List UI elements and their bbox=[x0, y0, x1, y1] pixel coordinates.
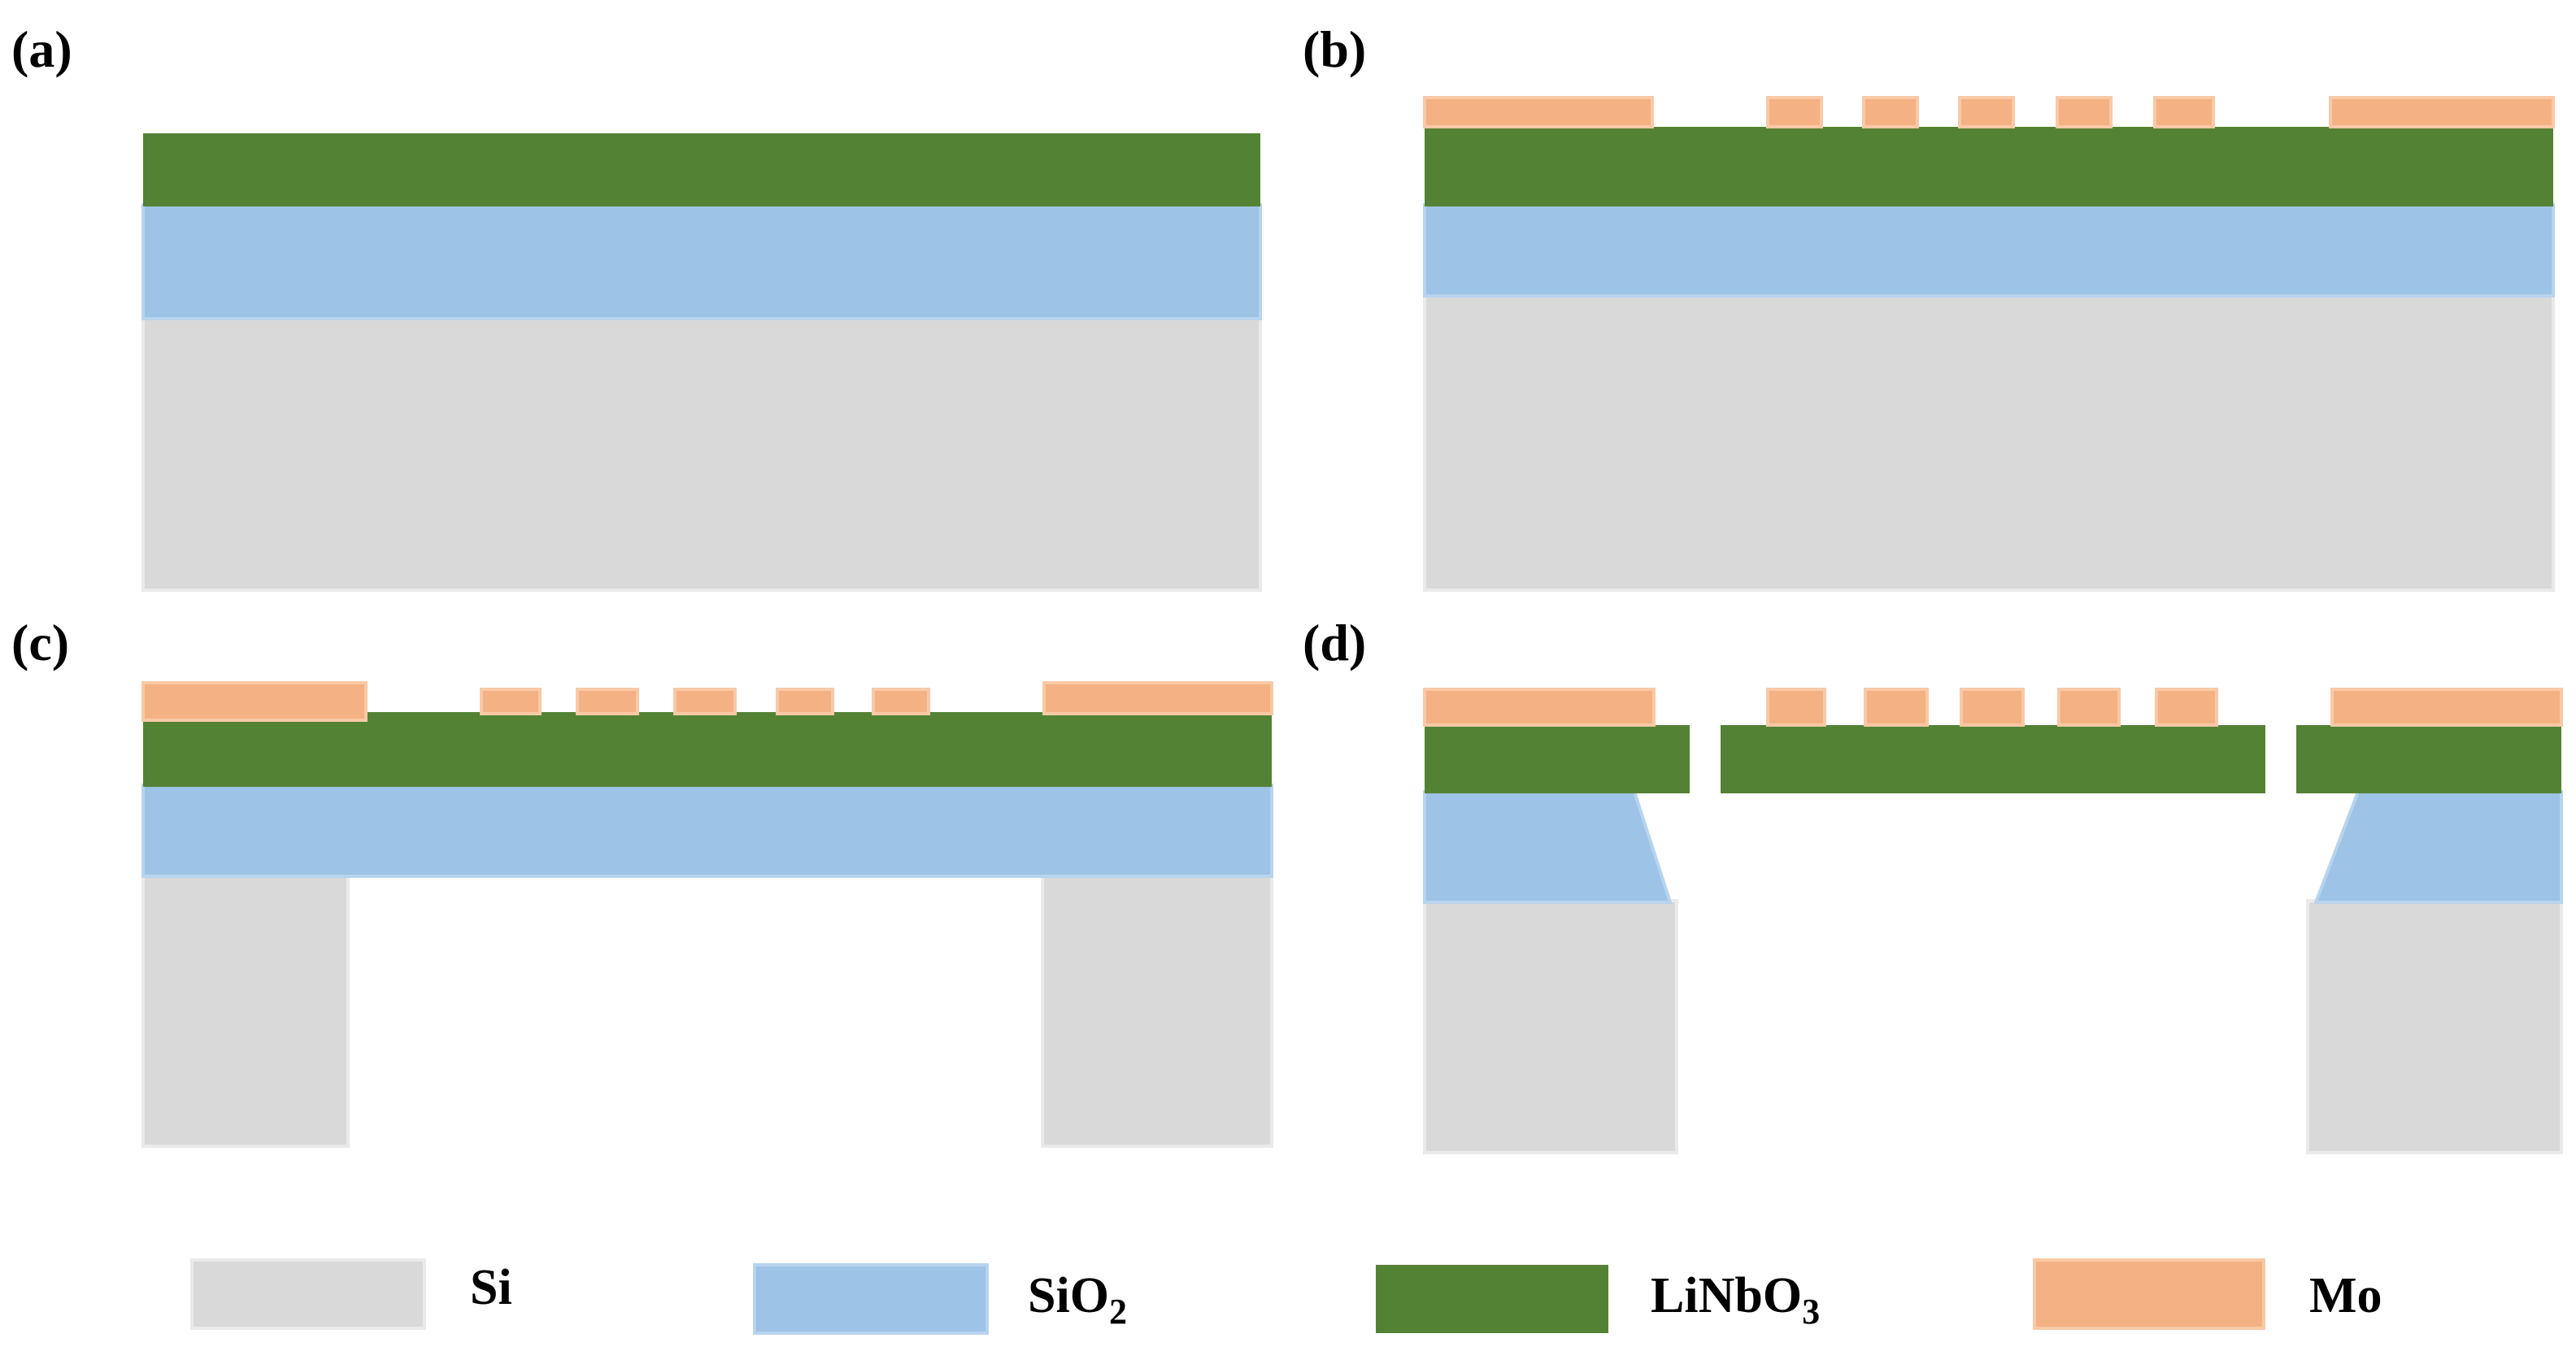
mo-pad-right bbox=[1042, 681, 1273, 715]
mo-finger bbox=[1766, 688, 1826, 727]
si-swatch bbox=[190, 1258, 426, 1330]
mo-finger bbox=[480, 688, 542, 715]
legend-label-sio2: SiO bbox=[1028, 1268, 1109, 1323]
mo-finger bbox=[2155, 688, 2218, 727]
mo-pad-left bbox=[1423, 96, 1654, 128]
mo-finger bbox=[1862, 96, 1919, 128]
mo-finger bbox=[1766, 96, 1823, 128]
legend: Si SiO2 LiNbO3 Mo bbox=[190, 1258, 2382, 1335]
mo-finger bbox=[2153, 96, 2215, 128]
legend-label-mo: Mo bbox=[2309, 1268, 2382, 1323]
panel-d-label: (d) bbox=[1303, 614, 1366, 671]
si-substrate bbox=[141, 317, 1262, 592]
mo-finger bbox=[1958, 96, 2015, 128]
legend-item-si: Si bbox=[190, 1258, 512, 1330]
mo-finger bbox=[673, 688, 737, 715]
legend-item-mo: Mo bbox=[2033, 1258, 2382, 1330]
mo-finger bbox=[576, 688, 639, 715]
sio2-swatch bbox=[753, 1263, 989, 1335]
sio2-layer bbox=[141, 203, 1262, 320]
mo-swatch bbox=[2033, 1258, 2265, 1330]
panel-c bbox=[141, 681, 1273, 1148]
mo-pad-right bbox=[2329, 96, 2555, 128]
panel-a-label: (a) bbox=[11, 20, 72, 78]
linbo3-layer bbox=[1425, 127, 2553, 206]
svg-text:Mo: Mo bbox=[2309, 1268, 2382, 1323]
si-support-left bbox=[1423, 899, 1678, 1154]
linbo3-segment-left bbox=[1425, 725, 1690, 793]
svg-text:LiNbO3: LiNbO3 bbox=[1651, 1268, 1820, 1331]
mo-finger bbox=[2056, 96, 2113, 128]
linbo3-layer bbox=[143, 712, 1272, 787]
si-substrate bbox=[1423, 294, 2555, 592]
legend-label-sio2-subscript: 2 bbox=[1109, 1292, 1127, 1331]
mo-finger bbox=[872, 688, 930, 715]
linbo3-swatch bbox=[1376, 1265, 1608, 1333]
panel-d bbox=[1423, 688, 2563, 1154]
mo-finger bbox=[1960, 688, 2025, 727]
mo-pad-left bbox=[1423, 688, 1656, 727]
mo-finger bbox=[1864, 688, 1929, 727]
linbo3-resonator-plate bbox=[1721, 725, 2265, 793]
mo-electrodes bbox=[1423, 688, 2563, 727]
legend-label-si: Si bbox=[470, 1260, 512, 1315]
legend-label-linbo3: LiNbO bbox=[1651, 1268, 1802, 1323]
si-support-right bbox=[2306, 899, 2563, 1154]
linbo3-segment-right bbox=[2296, 725, 2561, 793]
svg-text:SiO2: SiO2 bbox=[1028, 1268, 1127, 1331]
sio2-layer bbox=[141, 784, 1273, 878]
panel-c-label: (c) bbox=[11, 614, 69, 671]
sio2-anchor-left bbox=[1423, 790, 1673, 904]
sio2-anchor-right bbox=[2313, 790, 2563, 904]
mo-pad-right bbox=[2330, 688, 2563, 727]
linbo3-layer bbox=[143, 133, 1260, 206]
legend-item-sio2: SiO2 bbox=[753, 1263, 1127, 1335]
mo-pad-left bbox=[141, 681, 368, 722]
mo-finger bbox=[2057, 688, 2121, 727]
panel-a bbox=[141, 133, 1262, 592]
si-support-right bbox=[1041, 873, 1273, 1148]
legend-label-linbo3-subscript: 3 bbox=[1802, 1292, 1820, 1331]
mo-finger bbox=[776, 688, 834, 715]
panel-b-label: (b) bbox=[1303, 20, 1366, 78]
si-support-left bbox=[141, 873, 350, 1148]
mo-electrodes bbox=[1423, 96, 2555, 128]
legend-item-linbo3: LiNbO3 bbox=[1376, 1265, 1820, 1333]
panel-b bbox=[1423, 96, 2555, 592]
sio2-layer bbox=[1423, 203, 2555, 298]
mo-electrodes bbox=[141, 681, 1273, 722]
svg-text:Si: Si bbox=[470, 1260, 512, 1315]
